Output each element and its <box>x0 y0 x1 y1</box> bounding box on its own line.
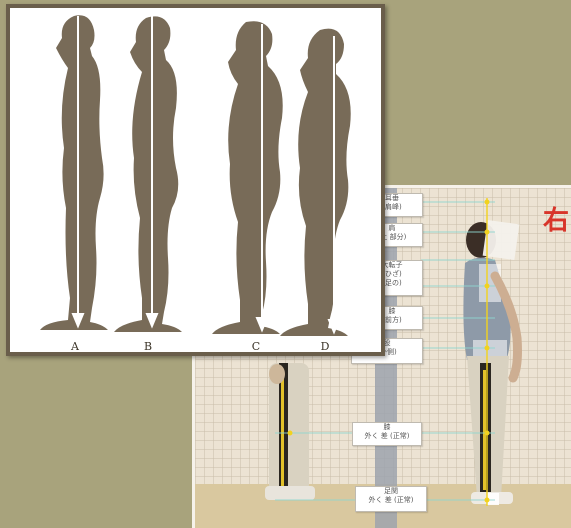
posture-silhouettes <box>10 8 381 352</box>
landmark-label-line: 外く 差 (正常) <box>356 496 426 505</box>
figure-label-b: B <box>138 340 158 353</box>
landmark-label: 膝 外く 差 (正常) <box>352 422 422 446</box>
silhouette-d <box>280 29 351 336</box>
figure-label-a: A <box>65 340 85 353</box>
side-mark: 右 <box>543 200 570 237</box>
face-blur-box <box>483 220 520 260</box>
silhouette-a <box>40 15 108 330</box>
landmark-label-line: 膝 <box>353 423 421 432</box>
landmark-label-line: 足関 <box>356 487 426 496</box>
landmark-label-line: 外く 差 (正常) <box>353 432 421 441</box>
posture-illustration-card: A B C D <box>6 4 385 356</box>
silhouette-c <box>212 21 283 334</box>
landmark-label: 足関 外く 差 (正常) <box>355 486 427 512</box>
figure-label-c: C <box>246 340 266 353</box>
plumb-lines <box>73 16 339 332</box>
figure-label-d: D <box>315 340 335 353</box>
silhouette-b <box>114 16 182 332</box>
